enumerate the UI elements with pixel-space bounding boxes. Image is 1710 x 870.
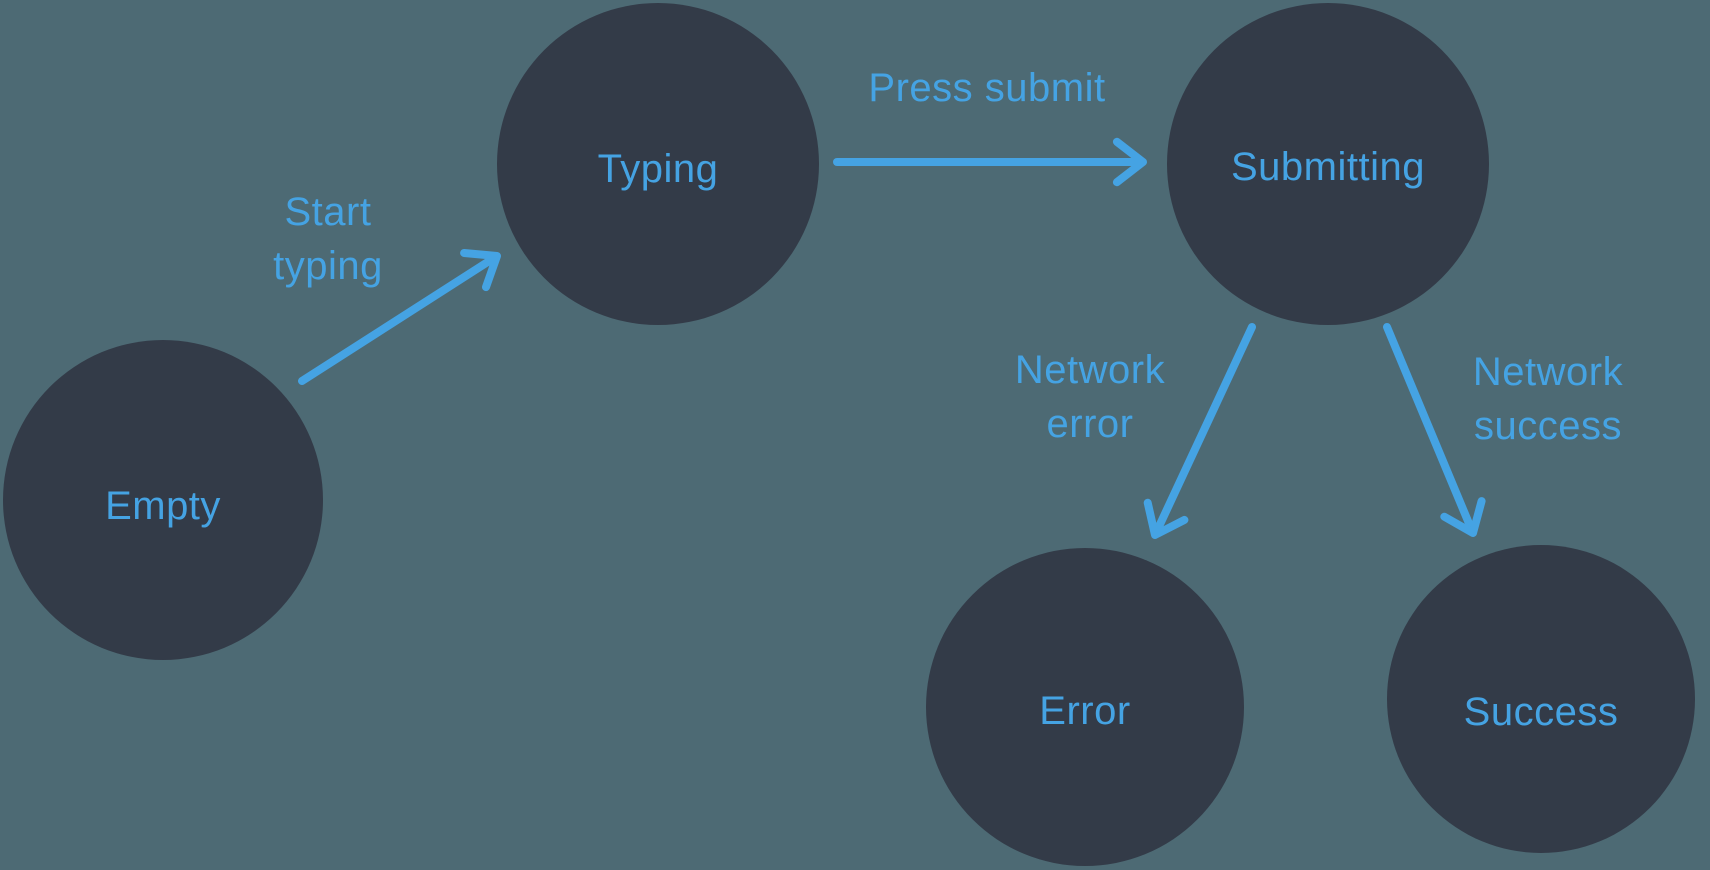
state-circle	[3, 340, 323, 660]
state-node-submitting: Submitting	[1167, 3, 1489, 325]
transition-network-error: Network error	[1015, 323, 1256, 539]
transition-arrow-line	[1152, 323, 1256, 537]
arrow-head-icon	[1143, 498, 1189, 539]
transition-start-typing: Start typing	[273, 190, 501, 385]
transition-arrow-line	[1383, 323, 1476, 535]
state-node-typing: Typing	[497, 3, 819, 325]
transition-label: Network	[1473, 350, 1624, 394]
transition-label: error	[1047, 402, 1134, 446]
transition-label: Start	[285, 190, 372, 234]
transition-label: Press submit	[868, 66, 1105, 110]
state-node-success: Success	[1387, 545, 1695, 853]
arrow-head-icon	[1112, 137, 1147, 187]
state-label: Error	[1039, 689, 1130, 733]
state-label: Submitting	[1231, 145, 1425, 189]
state-node-empty: Empty	[3, 340, 323, 660]
arrow-head-icon	[460, 249, 501, 292]
state-circle	[926, 548, 1244, 866]
state-label: Empty	[105, 484, 221, 528]
state-circle	[497, 3, 819, 325]
transition-network-success: Network success	[1383, 323, 1624, 537]
transition-label: success	[1474, 404, 1622, 448]
arrow-head-icon	[1440, 497, 1486, 537]
state-label: Success	[1464, 690, 1619, 734]
transition-press-submit: Press submit	[833, 66, 1147, 187]
state-label: Typing	[598, 147, 719, 191]
transition-arrow-line	[298, 253, 499, 385]
transition-label: typing	[273, 244, 383, 288]
state-circle	[1387, 545, 1695, 853]
state-node-error: Error	[926, 548, 1244, 866]
transition-label: Network	[1015, 348, 1166, 392]
state-circle	[1167, 3, 1489, 325]
